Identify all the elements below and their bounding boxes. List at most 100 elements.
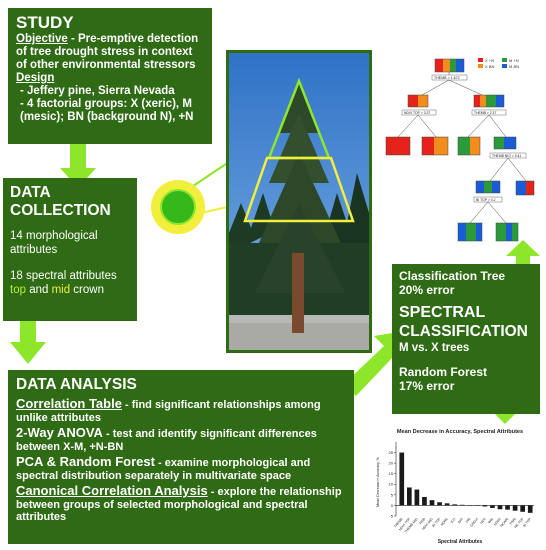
- pca-text: - examine morphological and spectral dis…: [16, 457, 311, 482]
- tree-photo-image: [229, 53, 369, 350]
- leaf-lower-left: [457, 222, 483, 242]
- chart-bar: [512, 505, 518, 511]
- chart-title: Mean Decrease in Accuracy, Spectral Attr…: [397, 429, 523, 435]
- classification-subtitle: M vs. X trees: [399, 342, 470, 354]
- node-label-1: NDVI TOP > 0.37: [404, 111, 430, 115]
- chart-x-tick-label: RE TOP: [514, 516, 525, 528]
- analysis-item-correlation: Correlation Table - find significant rel…: [16, 396, 346, 424]
- chart-bar: [520, 505, 526, 512]
- cca-text: - explore the relationship between group…: [16, 486, 342, 523]
- analysis-title: DATA ANALYSIS: [16, 376, 137, 393]
- mean-decrease-accuracy-chart: Mean Decrease in Accuracy, Spectral Attr…: [376, 429, 534, 545]
- cca-label: Canonical Correlation Analysis: [16, 483, 208, 498]
- chart-y-tick-label: 15: [389, 471, 394, 476]
- crown-text: crown: [70, 284, 104, 296]
- arrow-to-classification-tree: [506, 240, 540, 264]
- classification-tree-label: Classification Tree: [399, 269, 506, 283]
- chart-bar: [444, 503, 450, 506]
- study-title: STUDY: [16, 13, 74, 32]
- chart-x-tick-label: PSRI: [509, 517, 517, 526]
- top-crown-label: top: [10, 284, 26, 296]
- chart-bar: [452, 504, 458, 506]
- spectral-attributes-text: 18 spectral attributes: [10, 270, 117, 282]
- objective-text: - Pre-emptive detection of tree drought …: [16, 33, 199, 71]
- arrow-study-to-collection: [60, 144, 96, 188]
- node-label-3: THEMB NIG > 0.41: [492, 154, 521, 158]
- node-label-4: BI TOP > 0.2: [476, 198, 496, 202]
- random-forest-error: 17% error: [399, 379, 455, 393]
- correlation-table-label: Correlation Table: [16, 396, 122, 411]
- chart-y-tick-label: 5: [391, 492, 394, 497]
- chart-x-tick-label: SIPI: [457, 517, 464, 524]
- chart-bar: [490, 505, 495, 508]
- chart-y-tick-label: -5: [389, 513, 393, 518]
- chart-x-tick-label: THEMB: [393, 516, 404, 528]
- chart-x-tick-label: WBI: [487, 517, 494, 524]
- tree-node-left: [407, 94, 429, 108]
- design-bullet-1: - Jeffery pine, Sierra Nevada: [20, 85, 175, 97]
- leaf-m-bn: [515, 180, 535, 196]
- tree-node-right: [473, 94, 505, 108]
- spectral-classification-box: Classification Tree 20% error SPECTRAL C…: [392, 264, 540, 414]
- legend-m-n: M +N: [509, 58, 519, 63]
- node-label-2: THEMB > 2.37: [474, 111, 496, 115]
- leaf-m-mixed: [457, 136, 481, 156]
- arrow-collection-to-analysis: [10, 320, 46, 364]
- objective-label: Objective: [16, 33, 68, 45]
- chart-y-tick-label: 0: [391, 503, 394, 508]
- chart-x-tick-label: EVI: [450, 517, 457, 524]
- and-text: and: [26, 284, 52, 296]
- morphological-attributes: 14 morphological attributes: [10, 230, 98, 256]
- tree-node-lower: [475, 180, 501, 194]
- chart-bar: [406, 487, 412, 506]
- chart-x-tick-label: NDWI: [493, 517, 502, 526]
- chart-bar: [399, 452, 405, 506]
- chart-bar: [422, 496, 427, 506]
- spectral-title-2: CLASSIFICATION: [399, 323, 528, 340]
- anova-label: 2-Way ANOVA: [16, 425, 103, 440]
- analysis-item-anova: 2-Way ANOVA - test and identify signific…: [16, 425, 346, 453]
- chart-bar: [459, 504, 465, 506]
- leaf-lower-right: [495, 222, 519, 242]
- classification-tree-diagram: X +N X BN M +N M BN THEMB > 1.672 NDVI T…: [385, 58, 535, 242]
- top-crown-circle-icon: [160, 189, 196, 225]
- correlation-table-text: - find significant relationships among u…: [16, 399, 321, 424]
- chart-bar: [437, 502, 442, 506]
- mid-crown-label: mid: [51, 284, 71, 296]
- chart-bar: [497, 505, 503, 510]
- chart-bar: [414, 489, 420, 506]
- chart-x-tick-label: MCARI: [499, 517, 509, 528]
- root-split-label: THEMB > 1.672: [434, 76, 460, 80]
- data-collection-box: DATA COLLECTION 14 morphological attribu…: [3, 178, 137, 321]
- pca-label: PCA & Random Forest: [16, 454, 155, 469]
- data-analysis-box: DATA ANALYSIS Correlation Table - find s…: [8, 370, 354, 544]
- analysis-item-cca: Canonical Correlation Analysis - explore…: [16, 483, 346, 524]
- mid-crown-outline: [243, 156, 355, 223]
- chart-bar: [429, 500, 435, 506]
- classification-tree-error: 20% error: [399, 283, 455, 297]
- chart-y-tick-label: 20: [389, 461, 394, 466]
- tree-root-node: [434, 58, 465, 73]
- collection-title-1: DATA: [10, 184, 51, 201]
- chart-x-axis-label: Spectral Attributes: [438, 539, 483, 545]
- chart-bar: [505, 505, 510, 510]
- tree-node-right-2: [493, 136, 517, 150]
- design-bullet-2: - 4 factorial groups: X (xeric), M (mesi…: [20, 98, 194, 123]
- legend-x-bn: X BN: [485, 64, 494, 69]
- chart-x-tick-label: PRI: [465, 517, 472, 524]
- study-objective: Objective - Pre-emptive detection of tre…: [16, 33, 204, 72]
- legend-x-n: X +N: [485, 58, 494, 63]
- leaf-x-n: [385, 136, 411, 156]
- chart-x-tick-label: NDII: [479, 517, 486, 525]
- legend-m-bn: M BN: [509, 64, 519, 69]
- chart-bar: [482, 505, 488, 507]
- anova-text: - test and identify significant differen…: [16, 428, 317, 453]
- chart-y-tick-label: 25: [389, 450, 394, 455]
- leaf-x-bn: [421, 136, 449, 156]
- chart-x-tick-label: GNDVI: [469, 517, 479, 528]
- analysis-item-pca: PCA & Random Forest - examine morphologi…: [16, 454, 346, 482]
- chart-x-tick-label: BI TOP: [522, 516, 532, 527]
- chart-x-tick-label: NDRE: [440, 516, 450, 526]
- study-box: STUDY Objective - Pre-emptive detection …: [8, 8, 212, 144]
- chart-bar: [527, 505, 533, 513]
